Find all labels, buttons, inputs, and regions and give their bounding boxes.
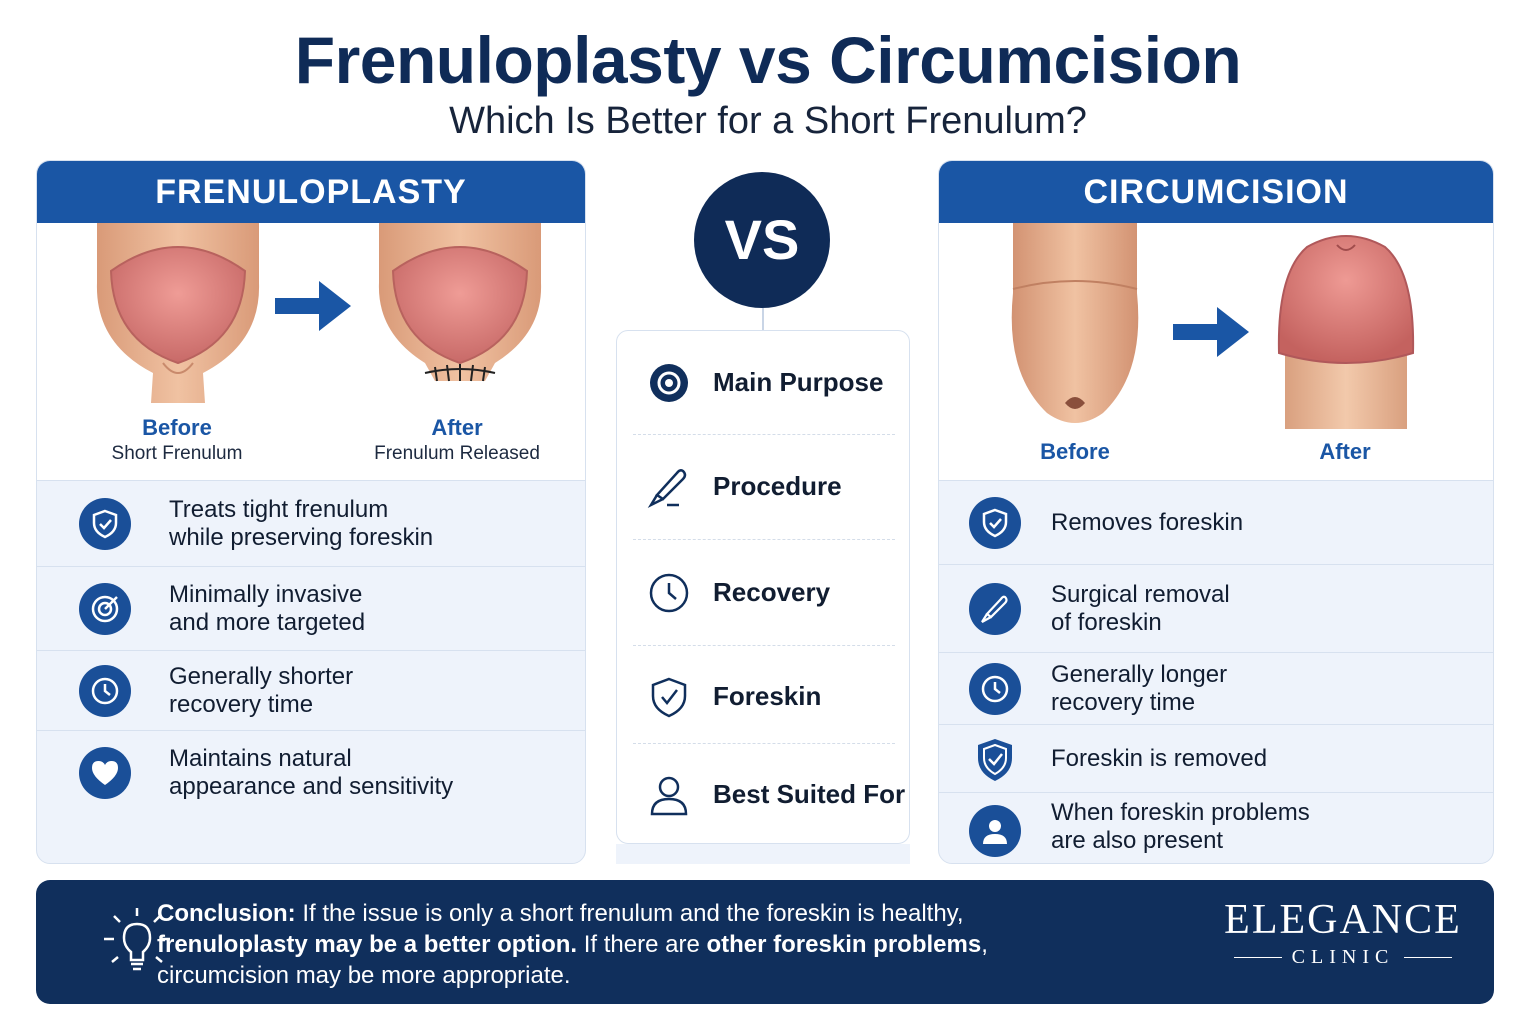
before-circumcision-image — [1011, 223, 1139, 423]
person-icon — [650, 776, 688, 816]
benefit-text: Treats tight frenulum while preserving f… — [169, 496, 434, 551]
benefit-text: Generally shorter recovery time — [169, 663, 354, 718]
page-title: Frenuloplasty vs Circumcision — [294, 23, 1242, 97]
comparison-criteria-card: Main Purpose Procedure Recovery Foreskin… — [616, 330, 910, 844]
page-subtitle: Which Is Better for a Short Frenulum? — [449, 100, 1087, 142]
criteria-main-purpose: Main Purpose — [617, 331, 909, 435]
conclusion-banner: Conclusion: If the issue is only a short… — [36, 880, 1494, 1004]
fact-text: Surgical removal of foreskin — [1051, 581, 1230, 636]
comparison-card-base — [616, 844, 910, 864]
fact-row: Generally longer recovery time — [939, 653, 1493, 725]
lightbulb-icon — [104, 908, 170, 971]
conclusion-part: circumcision may be more appropriate. — [157, 962, 571, 989]
before-caption: Before — [142, 415, 212, 440]
fact-text: Foreskin is removed — [1051, 745, 1268, 772]
elegance-clinic-logo: ELEGANCE CLINIC — [1212, 896, 1474, 969]
before-frenuloplasty-image — [96, 223, 260, 403]
before-subcaption: Short Frenulum — [111, 443, 243, 464]
arrow-right-icon — [1173, 307, 1249, 357]
shield-check-icon — [651, 677, 687, 718]
fact-row: Removes foreskin — [939, 481, 1493, 565]
divider — [633, 645, 895, 646]
circumcision-facts: Removes foreskin Surgical removal of for… — [939, 481, 1493, 863]
divider — [633, 743, 895, 744]
frenuloplasty-header: FRENULOPLASTY — [37, 161, 585, 223]
scalpel-icon — [969, 583, 1021, 635]
conclusion-highlight: frenuloplasty may be a better option. — [157, 931, 578, 958]
benefit-row: Minimally invasive and more targeted — [37, 567, 585, 651]
after-caption: After — [1319, 439, 1371, 464]
after-subcaption: Frenulum Released — [374, 443, 540, 464]
benefit-text: Minimally invasive and more targeted — [169, 581, 366, 636]
clock-icon — [79, 665, 131, 717]
arrow-right-icon — [275, 281, 351, 331]
shield-check-icon — [969, 497, 1021, 549]
criteria-foreskin: Foreskin — [617, 645, 909, 749]
criteria-label: Main Purpose — [713, 367, 884, 397]
shield-check-icon — [79, 498, 131, 550]
criteria-label: Recovery — [713, 577, 831, 607]
benefit-text: Maintains natural appearance and sensiti… — [169, 745, 454, 800]
vs-connector — [762, 308, 764, 330]
circumcision-illustration: Before After — [939, 223, 1493, 481]
criteria-best-suited: Best Suited For — [617, 743, 909, 847]
frenuloplasty-panel: FRENULOPLASTY Before Short Fr — [36, 160, 586, 864]
fact-row: Surgical removal of foreskin — [939, 565, 1493, 653]
clock-icon — [649, 573, 689, 613]
vs-badge: VS — [694, 172, 830, 308]
conclusion-part: If there are — [577, 931, 707, 958]
brand-name: ELEGANCE — [1224, 897, 1462, 943]
clock-icon — [969, 663, 1021, 715]
after-frenuloplasty-image — [378, 223, 542, 382]
frenuloplasty-benefits: Treats tight frenulum while preserving f… — [37, 481, 585, 863]
benefit-row: Maintains natural appearance and sensiti… — [37, 731, 585, 863]
circumcision-panel: CIRCUMCISION Before After — [938, 160, 1494, 864]
conclusion-highlight: other foreskin problems — [706, 931, 982, 958]
benefit-row: Treats tight frenulum while preserving f… — [37, 481, 585, 567]
criteria-label: Procedure — [713, 471, 842, 501]
criteria-label: Best Suited For — [713, 779, 906, 809]
conclusion-lead: Conclusion: — [157, 900, 296, 927]
shield-check-icon — [978, 739, 1012, 781]
brand-sub: CLINIC — [1212, 946, 1474, 969]
brand-sub-text: CLINIC — [1291, 946, 1395, 968]
fact-row: When foreskin problems are also present — [939, 793, 1493, 863]
before-caption: Before — [1040, 439, 1110, 464]
divider — [633, 434, 895, 435]
frenuloplasty-illustration: Before Short Frenulum After Frenulum Rel… — [37, 223, 585, 481]
conclusion-part: If the issue is only a short frenulum an… — [295, 900, 964, 927]
fact-text: Generally longer recovery time — [1051, 661, 1228, 716]
target-icon — [650, 364, 688, 402]
circumcision-header: CIRCUMCISION — [939, 161, 1493, 223]
criteria-procedure: Procedure — [617, 435, 909, 539]
fact-text: When foreskin problems are also present — [1051, 799, 1310, 854]
person-icon — [969, 805, 1021, 857]
benefit-row: Generally shorter recovery time — [37, 651, 585, 731]
divider — [633, 539, 895, 540]
criteria-recovery: Recovery — [617, 541, 909, 645]
after-circumcision-image — [1277, 235, 1415, 429]
heart-icon — [79, 747, 131, 799]
fact-text: Removes foreskin — [1051, 509, 1244, 536]
criteria-label: Foreskin — [713, 681, 822, 711]
scalpel-icon — [647, 469, 687, 509]
conclusion-part: , — [981, 931, 988, 958]
target-icon — [79, 583, 131, 635]
after-caption: After — [431, 415, 483, 440]
conclusion-text: Conclusion: If the issue is only a short… — [157, 898, 1057, 991]
fact-row: Foreskin is removed — [939, 725, 1493, 793]
